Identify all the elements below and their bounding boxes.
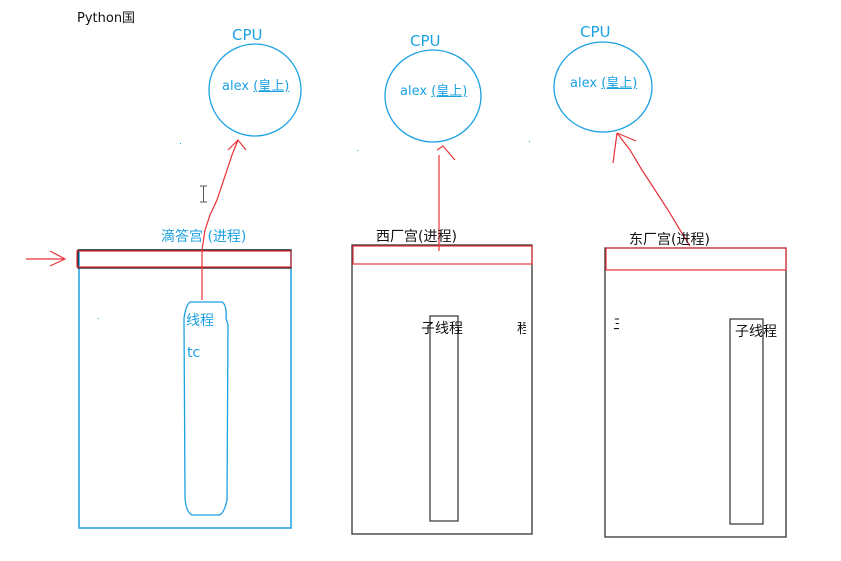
stray-glyph-2: 程 [517,322,526,336]
stray-glyph-3: 三 [613,318,619,332]
cpu-occupant-2: alex (皇上) [400,85,467,98]
cpu-occupant-1: alex (皇上) [222,80,289,93]
process-label-2: 西厂宫(进程) [376,229,457,245]
thread-box-2 [429,315,459,522]
process-header-2 [352,245,533,265]
thread-box-3 [729,318,764,525]
arrow-thread-to-cpu-3 [612,132,691,247]
thread-label-2: 子线程 [421,321,463,337]
process-header-3 [605,247,787,271]
cpu-circle-1 [208,43,302,137]
cpu-occupant-name-3: alex [570,76,598,91]
cpu-circle-2 [384,49,482,143]
cpu-label-1: CPU [232,26,263,44]
process-label-1: 滴答宫 (进程) [161,229,247,245]
text-cursor-icon [200,185,207,203]
cpu-label-3: CPU [580,23,611,41]
cpu-occupant-role-1: (皇上) [253,79,290,94]
cpu-circle-3 [553,41,653,133]
thread-label-1: 线程 [186,313,214,329]
stray-dot [180,143,181,144]
stray-dot [529,141,530,142]
thread-capsule-1 [183,301,229,516]
process-header-1 [77,249,292,269]
cpu-label-2: CPU [410,32,441,50]
diagram-title: Python国 [77,11,136,26]
arrow-thread-to-cpu-2 [436,145,456,251]
stray-dot [98,318,99,319]
process-box-2 [351,244,533,535]
process-label-3: 东厂宫(进程) [629,232,710,248]
stray-dot [357,150,358,151]
cpu-occupant-role-3: (皇上) [601,76,638,91]
process-box-3 [604,247,787,538]
thread-label-3: 子线程 [735,324,777,340]
cpu-occupant-name-2: alex [400,84,428,99]
arrow-thread-to-cpu-1 [201,139,247,300]
cpu-occupant-name-1: alex [222,79,250,94]
cpu-occupant-3: alex (皇上) [570,77,637,90]
process-header-highlight-1 [76,250,292,268]
arrow-left-entry [26,250,67,267]
cpu-occupant-role-2: (皇上) [431,84,468,99]
thread-name-1: tc [187,345,201,361]
